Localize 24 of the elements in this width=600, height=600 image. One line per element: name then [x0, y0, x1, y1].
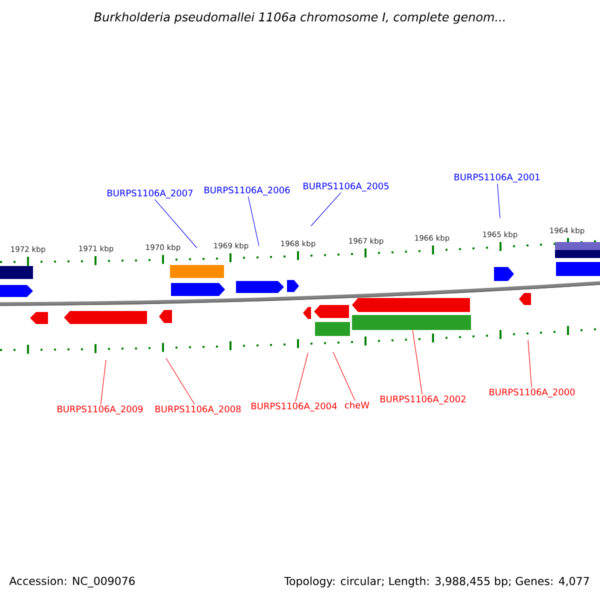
gene-label: BURPS1106A_2001	[454, 174, 540, 182]
gene-label: BURPS1106A_2006	[204, 186, 290, 196]
leader-line	[248, 196, 260, 246]
gene-label: BURPS1106A_2005	[304, 182, 389, 192]
gene-bar	[352, 315, 471, 330]
title: Burkholderia pseudomallei 1106a chromosome I, complete genom...	[94, 12, 505, 24]
gene-label: BURPS1106A_2002	[380, 396, 466, 404]
leader-line	[528, 340, 532, 388]
leader-line	[412, 330, 422, 395]
gene-label: BURPS1106A_2009	[58, 406, 143, 414]
gene-label: BURPS1106A_2004	[252, 402, 337, 412]
footer-text: Topology: circular; Length: 3,988,455 bp; Genes: 4,077	[284, 576, 589, 588]
leader-line	[295, 352, 308, 402]
leader-line	[332, 352, 356, 401]
gene-label: BURPS1106A_2008	[156, 406, 241, 414]
leader-line	[497, 183, 500, 218]
leader-line	[100, 360, 106, 405]
leader-line	[154, 199, 198, 248]
footer-text: Accession: NC_009076	[9, 576, 135, 588]
gene-label: cheW	[344, 402, 370, 408]
gene-label: BURPS1106A_2000	[490, 388, 575, 398]
leader-line	[166, 358, 195, 405]
leader-line	[310, 192, 342, 226]
gene-label: BURPS1106A_2007	[108, 190, 193, 198]
